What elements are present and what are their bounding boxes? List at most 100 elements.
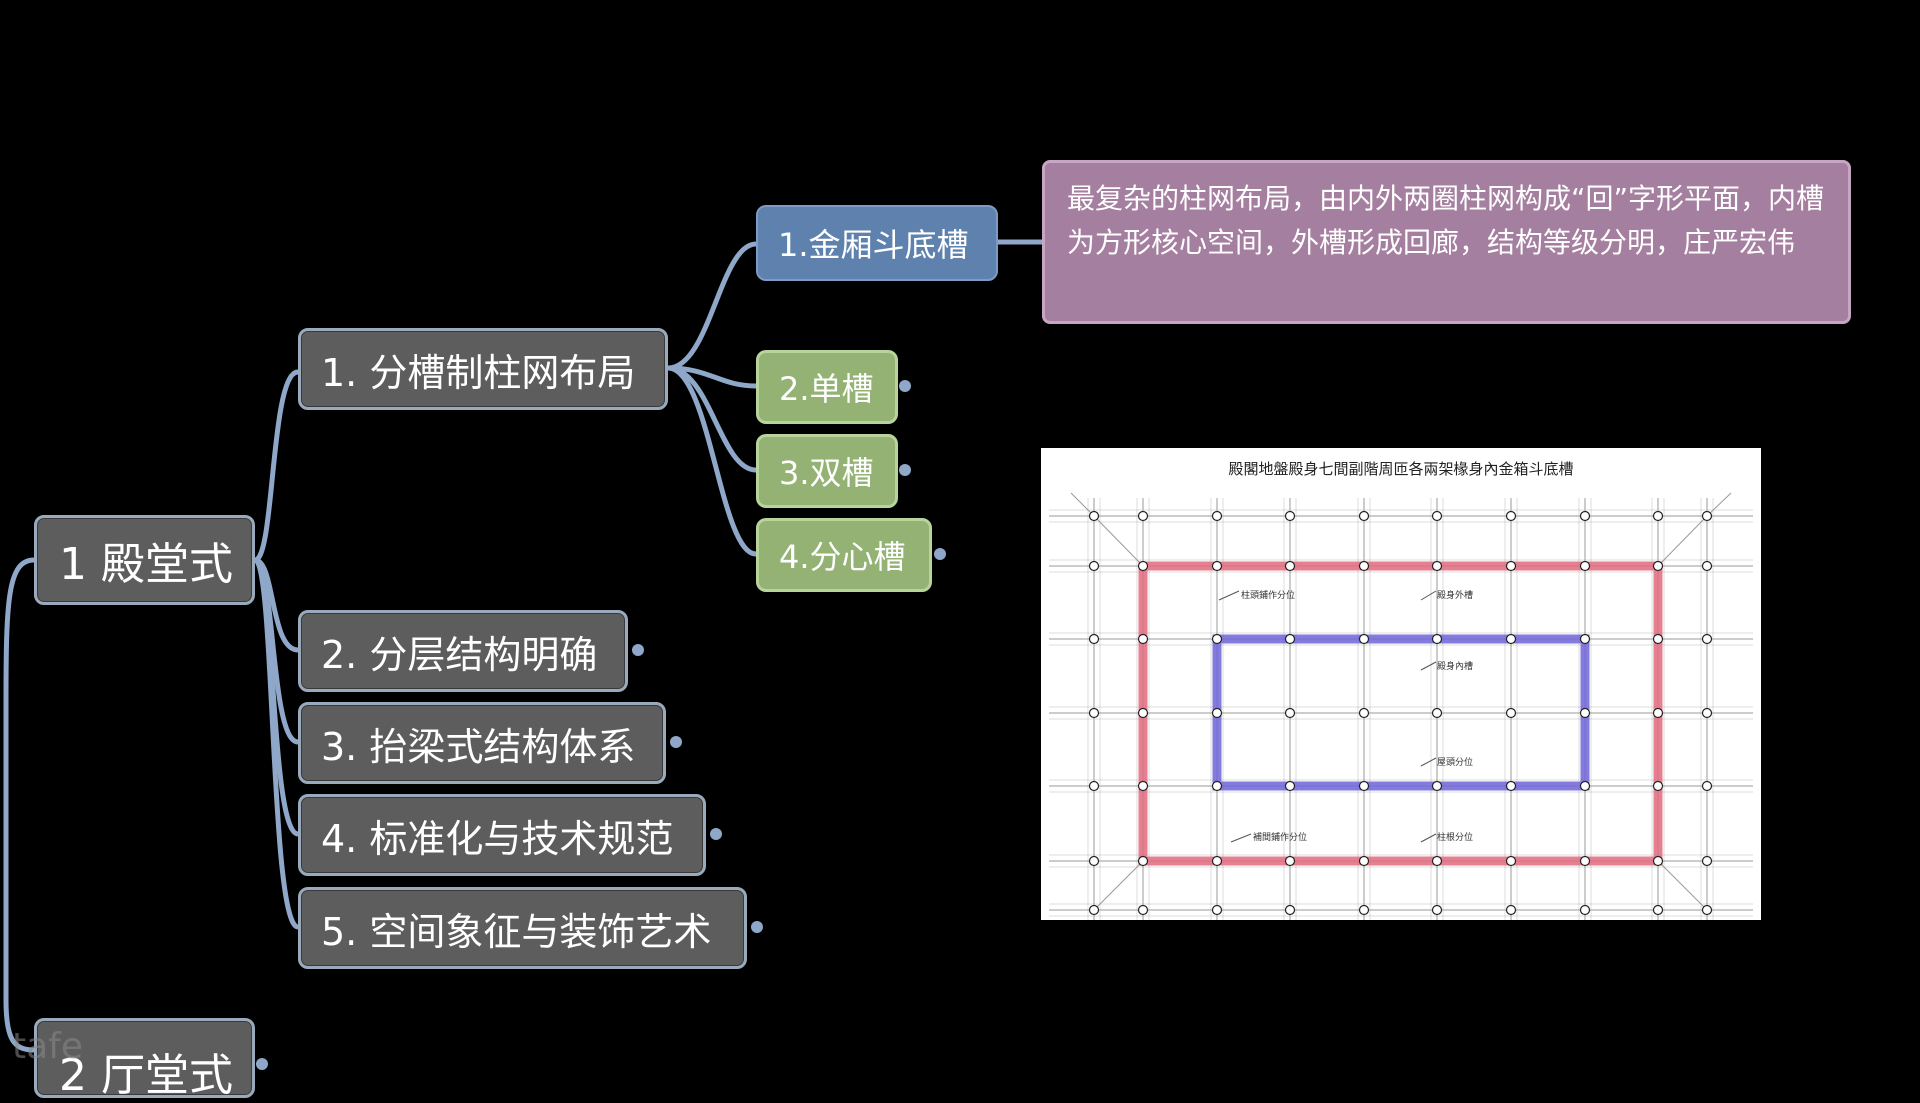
column-marker [1701,510,1713,522]
column-marker [1579,707,1591,719]
topic-label: 5. 空间象征与装饰艺术 [321,909,712,954]
column-marker [1579,560,1591,572]
plan-label: 殿身外槽 [1437,589,1473,601]
column-marker [1652,780,1664,792]
root-node-label: 1 殿堂式 [59,539,233,590]
corner-line [1093,515,1144,567]
column-marker [1358,855,1370,867]
floor-plan-title: 殿閣地盤殿身七間副階周匝各兩架椽身內金箱斗底槽 [1228,460,1573,478]
column-marker [1652,707,1664,719]
column-marker [1088,707,1100,719]
topic-label: 2. 分层结构明确 [321,632,598,677]
connector-lines [3,239,1045,1070]
subtopic-node-jinxiang[interactable]: 1.金厢斗底槽 [756,205,998,281]
column-marker [1358,707,1370,719]
column-marker [1358,510,1370,522]
topic-node[interactable]: 3. 抬梁式结构体系 [298,702,666,784]
column-marker [1088,855,1100,867]
column-marker [1284,904,1296,916]
watermark: tafe [12,1026,83,1067]
column-marker [1505,707,1517,719]
column-marker [1137,633,1149,645]
column-marker [1431,855,1443,867]
topic-label: 4. 标准化与技术规范 [321,816,674,861]
column-marker [1088,560,1100,572]
column-marker [1652,855,1664,867]
topic-label: 1. 分槽制柱网布局 [321,350,636,395]
column-marker [1701,560,1713,572]
subtopic-node[interactable]: 2.单槽 [756,350,898,424]
column-marker [1579,780,1591,792]
column-marker [1137,510,1149,522]
column-marker [1358,780,1370,792]
column-marker [1505,510,1517,522]
topic-node[interactable]: 5. 空间象征与装饰艺术 [298,887,747,969]
column-marker [1701,707,1713,719]
column-marker [1431,780,1443,792]
subtopic-node[interactable]: 4.分心槽 [756,518,932,592]
column-marker [1211,707,1223,719]
column-marker [1211,780,1223,792]
column-marker [1137,855,1149,867]
column-marker [1137,780,1149,792]
column-marker [1284,510,1296,522]
column-marker [1431,560,1443,572]
column-marker [1579,855,1591,867]
column-marker [1284,633,1296,645]
column-marker [1701,904,1713,916]
column-marker [1431,904,1443,916]
column-marker [1431,510,1443,522]
subtopic-node[interactable]: 3.双槽 [756,434,898,508]
topic-node[interactable]: 4. 标准化与技术规范 [298,794,706,876]
topic-node[interactable]: 2. 分层结构明确 [298,610,628,692]
column-marker [1284,780,1296,792]
column-marker [1088,904,1100,916]
corner-line [1657,860,1708,911]
corner-line [1070,492,1095,517]
column-marker [1505,904,1517,916]
column-marker [1652,904,1664,916]
description-text: 最复杂的柱网布局，由内外两圈柱网构成“回”字形平面，内槽为方形核心空间，外槽形成… [1067,182,1825,259]
subtopic-label: 1.金厢斗底槽 [778,226,969,264]
plan-label: 補間鋪作分位 [1253,831,1307,843]
plan-label: 殿身內槽 [1437,660,1473,672]
column-marker [1652,633,1664,645]
column-marker [1284,855,1296,867]
column-marker [1137,707,1149,719]
corner-line [1093,860,1144,911]
column-marker [1505,780,1517,792]
corner-line [1706,492,1732,517]
column-marker [1088,780,1100,792]
column-marker [1358,904,1370,916]
column-marker [1579,904,1591,916]
topic-node[interactable]: 1. 分槽制柱网布局 [298,328,668,410]
floor-plan-drawing: 殿閣地盤殿身七間副階周匝各兩架椽身內金箱斗底槽 柱頭鋪作分位 殿身外槽 殿身內槽… [1049,460,1753,920]
column-marker [1652,560,1664,572]
root-node-label: 2 厅堂式 [59,1050,233,1101]
plan-label: 屋頭分位 [1437,756,1473,768]
column-marker [1431,633,1443,645]
column-marker [1211,510,1223,522]
column-marker [1505,855,1517,867]
column-marker [1137,560,1149,572]
column-marker [1505,633,1517,645]
plan-label: 柱頭鋪作分位 [1241,589,1295,601]
column-marker [1701,855,1713,867]
topic-label: 3. 抬梁式结构体系 [321,724,636,769]
root-node-diantang[interactable]: 1 殿堂式 [34,515,255,605]
column-marker [1211,855,1223,867]
column-marker [1211,633,1223,645]
column-marker [1652,510,1664,522]
column-marker [1358,560,1370,572]
description-note[interactable]: 最复杂的柱网布局，由内外两圈柱网构成“回”字形平面，内槽为方形核心空间，外槽形成… [1042,160,1851,324]
column-marker [1088,510,1100,522]
subtopic-label: 3.双槽 [779,454,874,492]
column-marker [1211,560,1223,572]
subtopic-label: 4.分心槽 [779,538,906,576]
column-marker [1579,633,1591,645]
subtopic-label: 2.单槽 [779,370,874,408]
column-marker [1579,510,1591,522]
column-marker [1701,633,1713,645]
column-marker [1431,707,1443,719]
column-marker [1211,904,1223,916]
